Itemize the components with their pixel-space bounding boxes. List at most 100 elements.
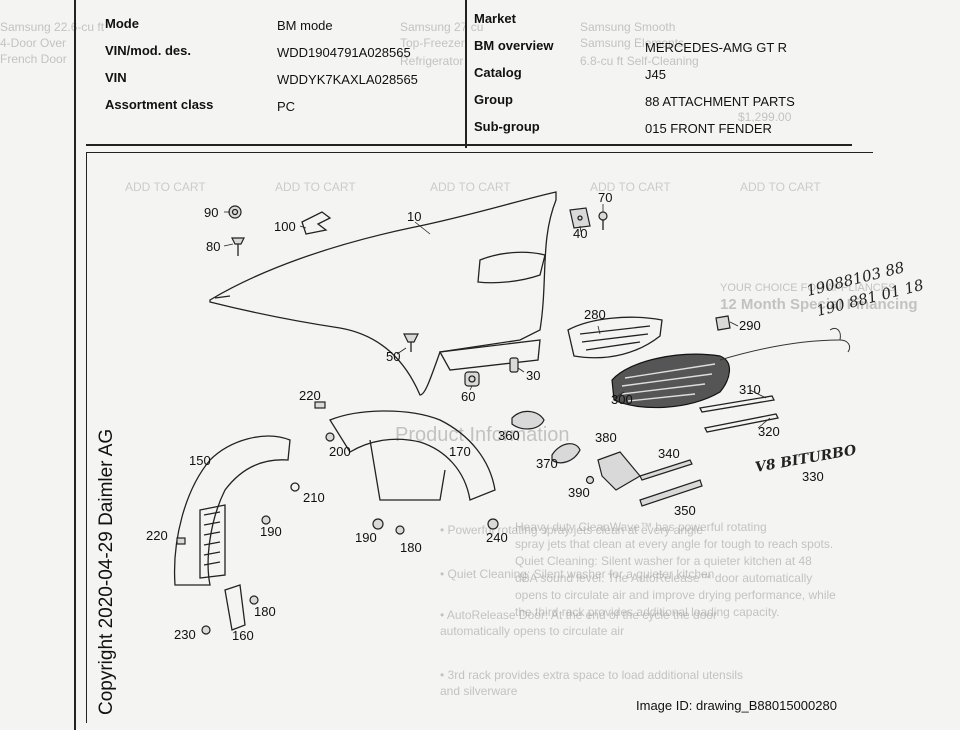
ghost-text: Samsung 27 cu [400, 20, 484, 34]
part-clip-210[interactable] [290, 482, 300, 492]
part-fender[interactable] [209, 191, 557, 396]
assortment-class-label: Assortment class [105, 97, 214, 112]
ghost-text: • AutoRelease Door: At the end of the cy… [440, 608, 718, 622]
part-nut[interactable] [464, 371, 480, 387]
part-clip-180b[interactable] [395, 525, 405, 535]
left-edge-line [74, 0, 76, 730]
callout-390: 390 [568, 485, 590, 500]
callout-180a: 180 [254, 604, 276, 619]
drawing-frame [86, 152, 873, 723]
part-clip-240[interactable] [487, 518, 499, 530]
part-clip-290[interactable] [715, 315, 731, 331]
callout-220a: 220 [299, 388, 321, 403]
ghost-text: Samsung 22.6-cu ft [0, 20, 105, 34]
callout-60: 60 [461, 389, 475, 404]
part-clip-190b[interactable] [372, 518, 384, 530]
callout-350: 350 [674, 503, 696, 518]
part-bolt[interactable] [598, 211, 608, 230]
callout-310: 310 [739, 382, 761, 397]
vin-mod-des-value: WDD1904791A028565 [277, 45, 411, 60]
ghost-text: • Quiet Cleaning: Silent washer for a qu… [440, 567, 715, 581]
callout-300: 300 [611, 392, 633, 407]
callout-200: 200 [329, 444, 351, 459]
part-bracket[interactable] [301, 211, 332, 235]
header-divider [465, 0, 467, 148]
part-clip[interactable] [228, 205, 242, 219]
ghost-text: • 3rd rack provides extra space to load … [440, 668, 744, 682]
part-clip-180a[interactable] [249, 595, 259, 605]
callout-10: 10 [407, 209, 421, 224]
callout-90: 90 [204, 205, 218, 220]
part-emblem-340[interactable] [639, 459, 693, 481]
catalog-value: J45 [645, 67, 666, 82]
part-clip-220b[interactable] [176, 537, 186, 545]
callout-290: 290 [739, 318, 761, 333]
part-emblem-350[interactable] [639, 479, 703, 507]
part-trim-strip[interactable] [699, 395, 775, 413]
part-screw-390[interactable] [585, 475, 595, 485]
ghost-text: 4-Door Over [0, 36, 67, 50]
callout-190b: 190 [355, 530, 377, 545]
callout-170: 170 [449, 444, 471, 459]
callout-320: 320 [758, 424, 780, 439]
part-clip-200[interactable] [325, 432, 335, 442]
part-wheel-arch-liner-front[interactable] [173, 435, 291, 586]
callout-220b: 220 [146, 528, 168, 543]
callout-labels: 90 80 100 10 70 40 50 60 30 280 290 300 … [146, 190, 824, 643]
callout-380: 380 [595, 430, 617, 445]
ghost-text: 6.8-cu ft Self-Cleaning [580, 54, 699, 68]
part-clip-30[interactable] [509, 357, 519, 373]
part-mount-bracket[interactable] [569, 207, 591, 229]
callout-40: 40 [573, 226, 587, 241]
leader-lines [223, 204, 771, 429]
callout-280: 280 [584, 307, 606, 322]
callout-230: 230 [174, 627, 196, 642]
callout-210: 210 [303, 490, 325, 505]
part-liner-bracket[interactable] [224, 584, 246, 631]
image-id-label: Image ID: drawing_B88015000280 [636, 698, 837, 713]
ghost-text: dBA sound level. The AutoRelease™ door a… [515, 571, 813, 585]
part-screw-50[interactable] [403, 333, 419, 352]
callout-50: 50 [386, 349, 400, 364]
part-screw-230[interactable] [201, 625, 211, 635]
part-clip-190a[interactable] [261, 515, 271, 525]
header-bottom-line [86, 144, 852, 146]
group-value: 88 ATTACHMENT PARTS [645, 94, 795, 109]
bm-overview-label: BM overview [474, 38, 554, 53]
callout-190a: 190 [260, 524, 282, 539]
part-grille-insert[interactable] [567, 316, 663, 359]
assortment-class-value: PC [277, 99, 296, 114]
bm-overview-value: MERCEDES-AMG GT R [645, 40, 788, 55]
part-bracket-380[interactable] [597, 451, 641, 491]
callout-330: 330 [802, 469, 824, 484]
ghost-text: Samsung Elements [580, 36, 685, 50]
group-label: Group [474, 92, 513, 107]
ghost-text: and silverware [440, 684, 518, 698]
ghost-text: French Door [0, 52, 67, 66]
part-vent-grille[interactable] [611, 353, 730, 409]
ghost-cart: ADD TO CART [125, 180, 206, 194]
ghost-cart: ADD TO CART [430, 180, 511, 194]
catalog-label: Catalog [474, 65, 522, 80]
ghost-text: Heavy duty CleanWave™ has powerful rotat… [515, 520, 767, 534]
ghost-text: 12 Month Special Financing [720, 296, 918, 313]
callout-360: 360 [498, 428, 520, 443]
ghost-text: Refrigerator [400, 54, 464, 68]
market-label: Market [474, 11, 516, 26]
part-screw[interactable] [231, 237, 245, 256]
callout-180b: 180 [400, 540, 422, 555]
callout-240: 240 [486, 530, 508, 545]
part-marker-lens[interactable] [551, 443, 581, 464]
ghost-text: Top-Freezer [400, 36, 465, 50]
part-clip-220a[interactable] [314, 401, 326, 409]
part-side-marker[interactable] [511, 410, 545, 430]
callout-150: 150 [189, 453, 211, 468]
part-trim-strip-lower[interactable] [704, 413, 779, 433]
ghost-text: $1,299.00 [738, 110, 792, 124]
copyright-text: Copyright 2020-04-29 Daimler AG [96, 428, 117, 715]
ghost-text: • Powerful rotating spray jets clean at … [440, 523, 704, 537]
callout-30: 30 [526, 368, 540, 383]
ghost-text: Quiet Cleaning: Silent washer for a quie… [515, 554, 812, 568]
ghost-text: automatically opens to circulate air [440, 624, 625, 638]
part-wheel-arch-liner-rear[interactable] [329, 410, 496, 501]
